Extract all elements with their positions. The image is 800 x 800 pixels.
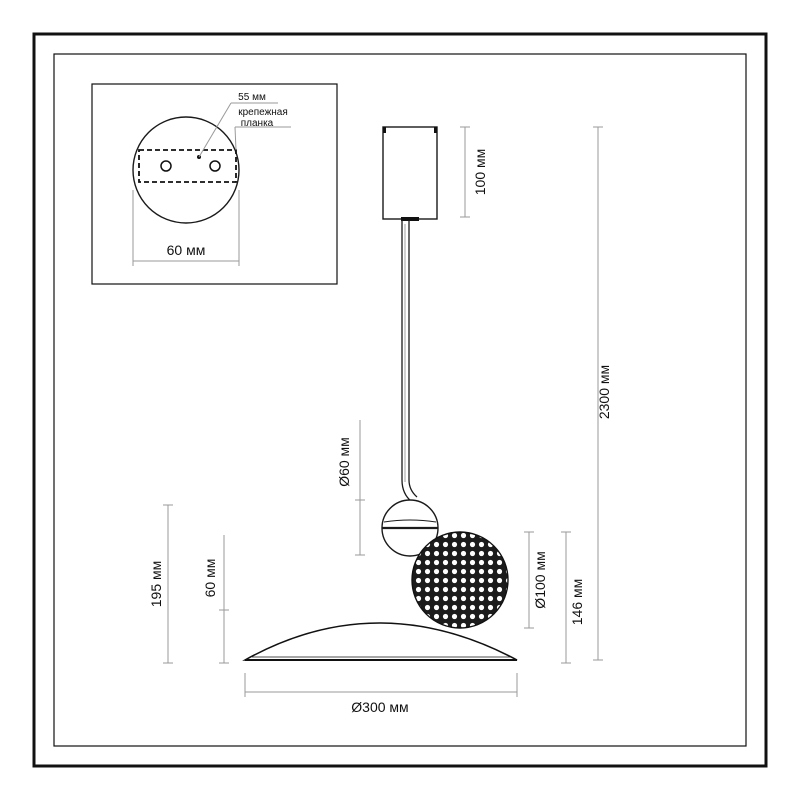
cable-rod bbox=[401, 220, 413, 503]
shade-depth-label: 60 мм bbox=[202, 559, 218, 598]
canopy-top-view bbox=[132, 116, 240, 224]
shade-height-label: 195 мм bbox=[148, 561, 164, 608]
canopy bbox=[382, 126, 438, 220]
large-sphere-label: Ø100 мм bbox=[532, 551, 548, 608]
shade bbox=[242, 622, 518, 661]
plate-label-line1: крепежная bbox=[238, 107, 288, 118]
mounting-hole-left bbox=[160, 160, 172, 172]
mounting-plate bbox=[138, 149, 237, 183]
dimension-lines: 100 мм 2300 мм Ø60 мм 195 мм 60 мм Ø100 … bbox=[148, 126, 612, 715]
shade-diameter-label: Ø300 мм bbox=[351, 699, 408, 715]
sphere-height-label: 146 мм bbox=[569, 579, 585, 626]
mounting-hole-right bbox=[209, 160, 221, 172]
canopy-height-label: 100 мм bbox=[472, 149, 488, 196]
spacing-label: 55 мм bbox=[238, 92, 266, 103]
outer-frame bbox=[32, 32, 768, 768]
total-height-label: 2300 мм bbox=[596, 365, 612, 419]
large-sphere bbox=[411, 531, 509, 629]
inset-width-label: 60 мм bbox=[167, 242, 206, 258]
small-sphere-label: Ø60 мм bbox=[336, 437, 352, 487]
plate-label-line2: планка bbox=[241, 118, 274, 129]
lamp bbox=[242, 126, 518, 661]
mounting-inset: 55 мм крепежная планка 60 мм bbox=[91, 83, 338, 285]
